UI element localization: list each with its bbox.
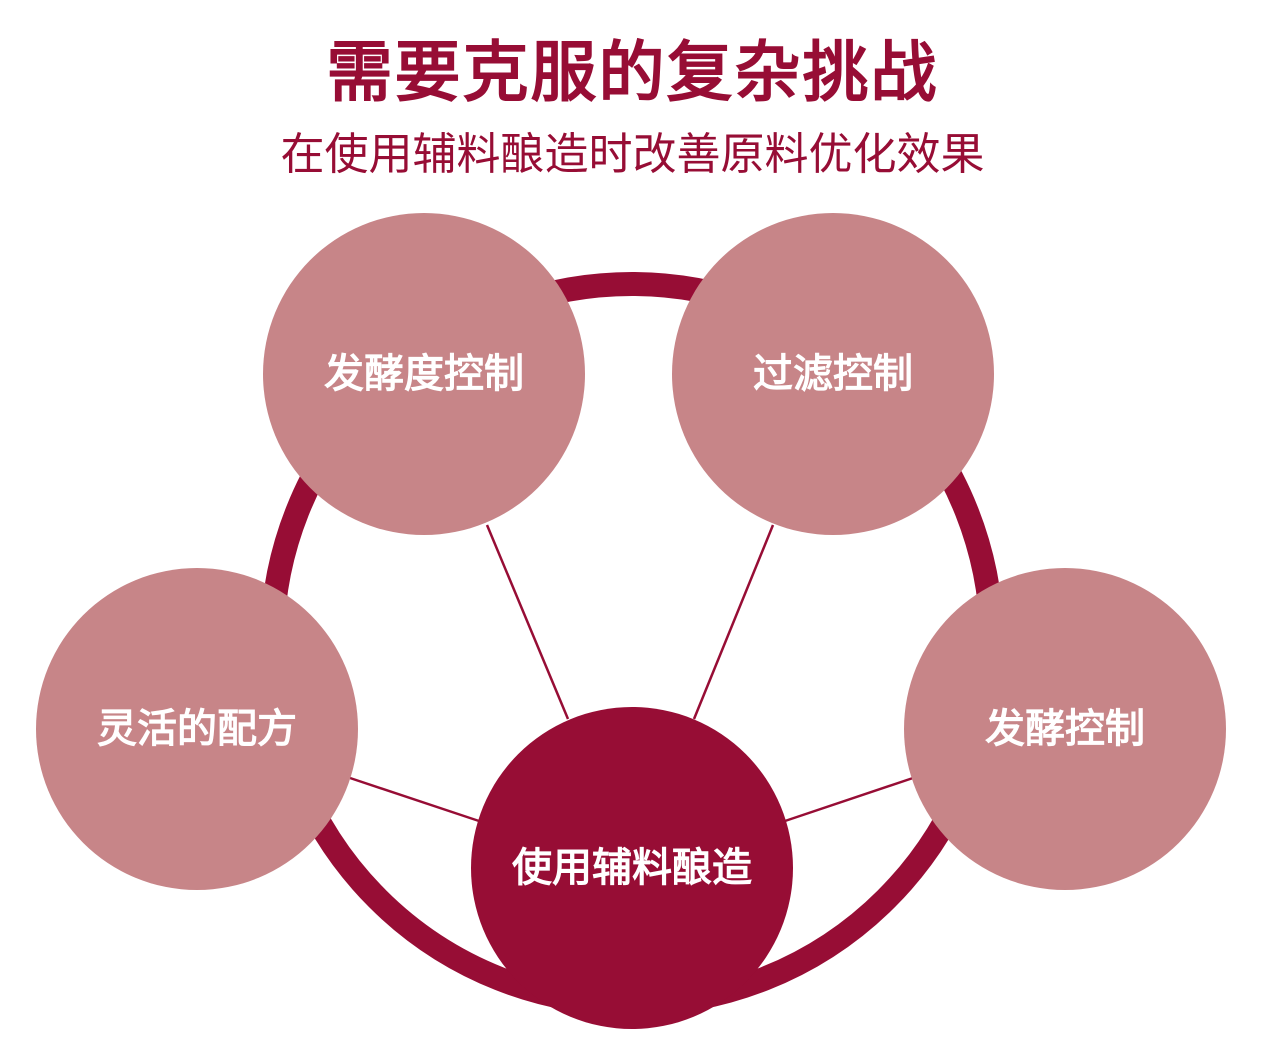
center-node-label: 使用辅料酿造: [512, 845, 752, 891]
diagram-subtitle: 在使用辅料酿造时改善原料优化效果: [280, 129, 985, 180]
connector-filtration: [692, 524, 775, 720]
node-label-filtration: 过滤控制: [753, 351, 913, 397]
center-node: 使用辅料酿造: [471, 707, 793, 1029]
node-label-fermentation: 发酵控制: [985, 706, 1145, 752]
node-label-fermentation-degree: 发酵度控制: [324, 351, 524, 397]
node-fermentation: 发酵控制: [904, 568, 1226, 890]
connector-fermentation: [781, 776, 914, 824]
node-fermentation-degree: 发酵度控制: [263, 213, 585, 535]
connector-fermentation-degree: [485, 524, 570, 720]
node-flexible-recipe: 灵活的配方: [36, 568, 358, 890]
node-filtration: 过滤控制: [672, 213, 994, 535]
diagram-title: 需要克服的复杂挑战: [326, 34, 939, 111]
connector-flexible-recipe: [349, 776, 483, 824]
node-label-flexible-recipe: 灵活的配方: [97, 706, 297, 752]
